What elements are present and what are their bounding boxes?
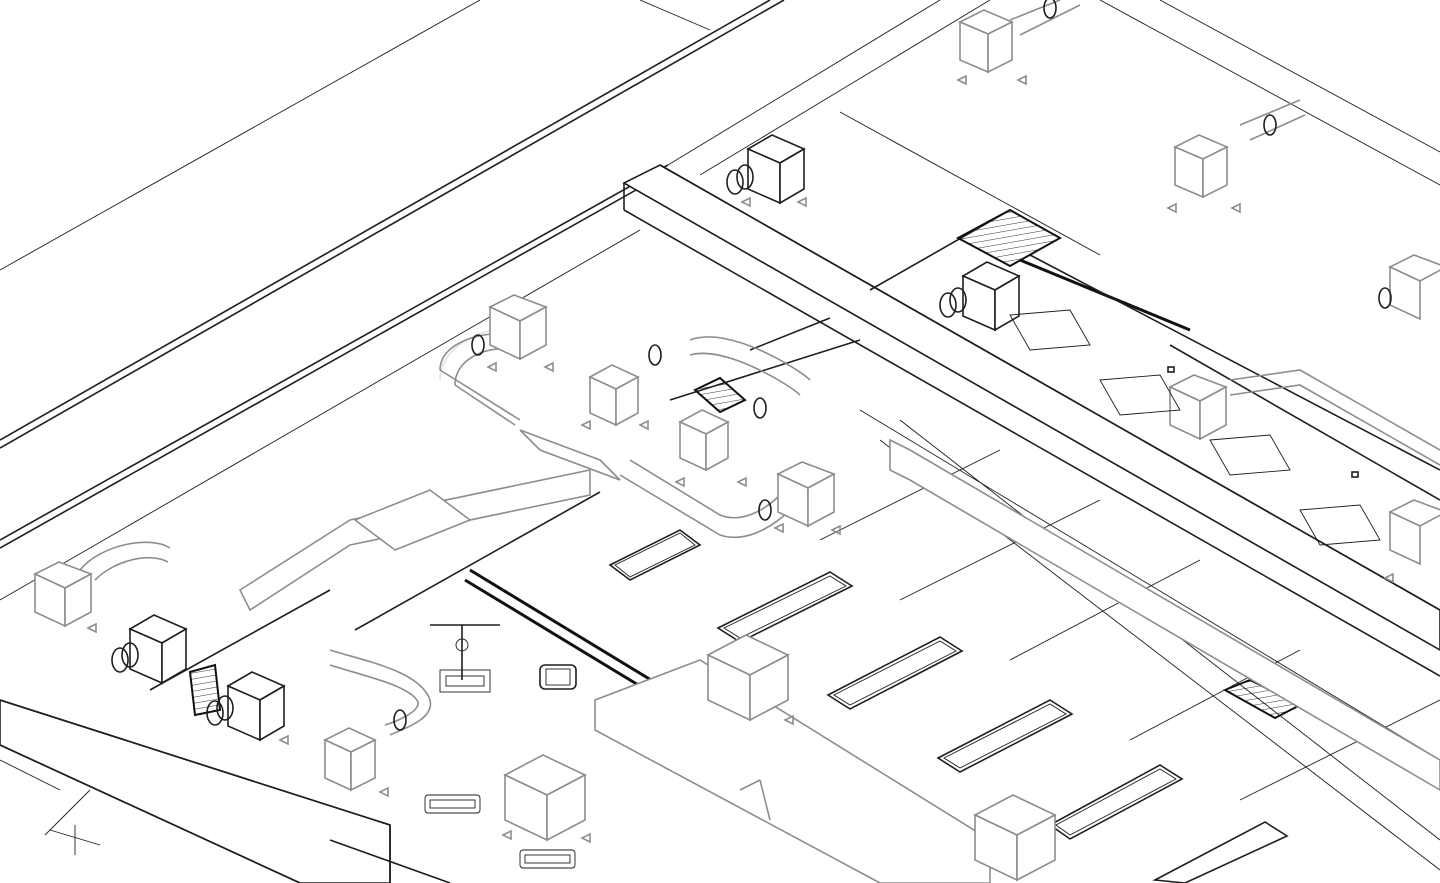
- duct-collars: [111, 0, 1392, 731]
- equipment-tag-symbol[interactable]: [539, 664, 577, 690]
- terminal-units-black[interactable]: [128, 134, 1021, 742]
- terminal-units-grey[interactable]: [33, 9, 1440, 882]
- supply-duct-main[interactable]: [238, 429, 1440, 883]
- zone-fixtures-right[interactable]: [1009, 309, 1381, 546]
- plumbing-fixture-1[interactable]: [430, 624, 500, 693]
- plumbing-fixture-2[interactable]: [49, 794, 576, 869]
- roof-slab-edges: [0, 0, 1440, 601]
- lower-beam[interactable]: [0, 699, 451, 883]
- light-fixtures[interactable]: [608, 529, 1289, 883]
- hatched-shafts: [188, 208, 1303, 720]
- main-trunk-beam[interactable]: [622, 164, 1440, 677]
- diffuser-markers: [86, 74, 1394, 844]
